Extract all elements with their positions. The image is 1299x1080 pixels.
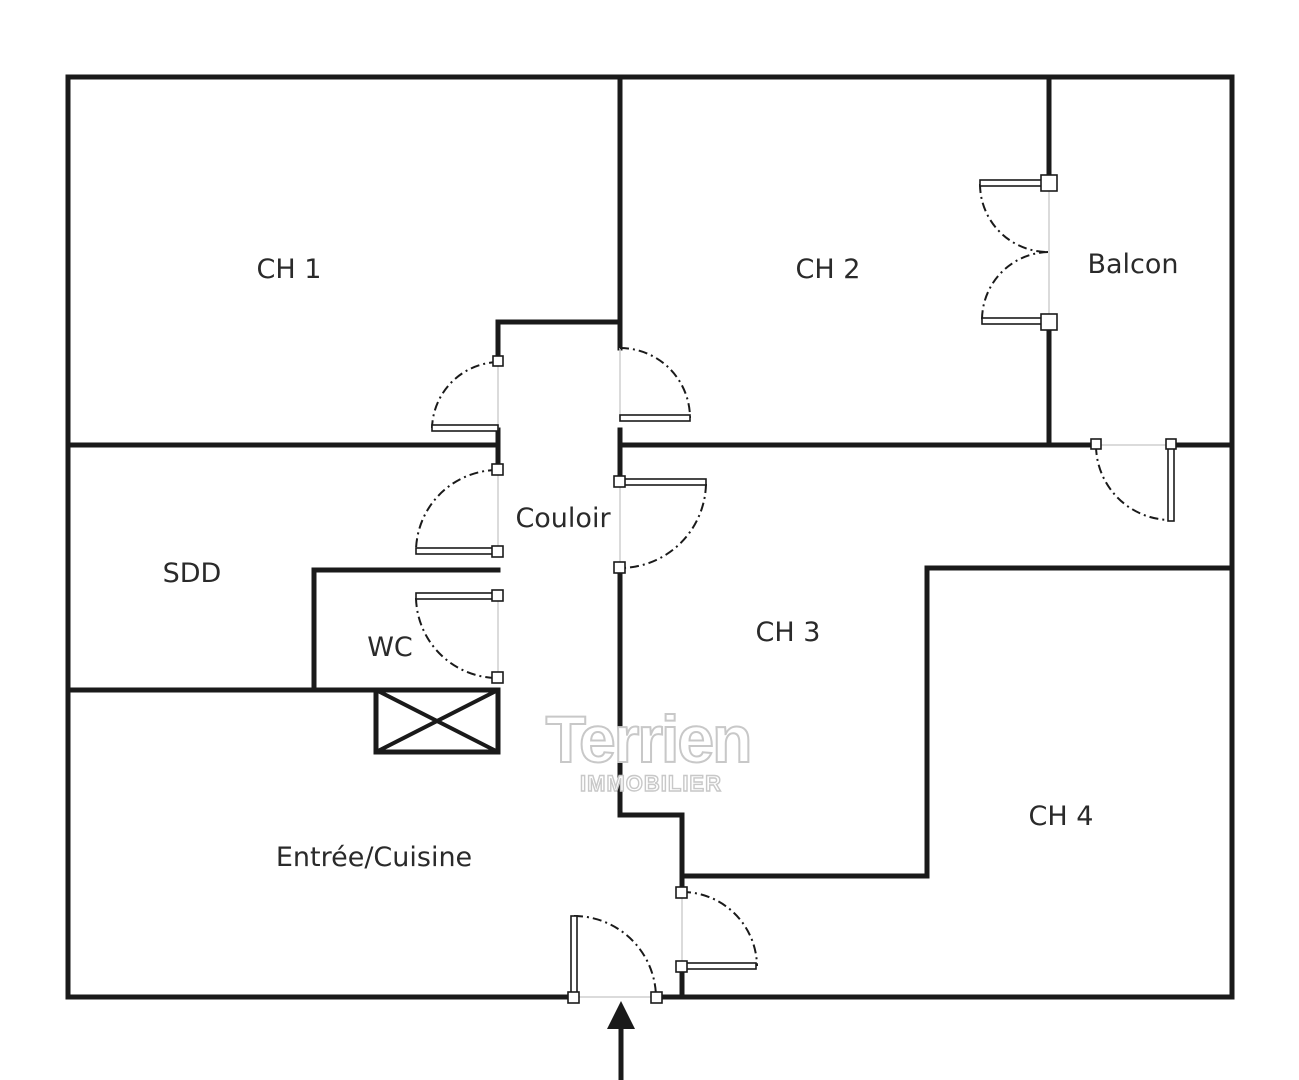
watermark-logo: Terrien IMMOBILIER — [545, 701, 754, 797]
door-ch4 — [675, 886, 758, 973]
door-ch3 — [613, 475, 707, 574]
door-balcon-corner — [1090, 438, 1177, 522]
watermark-sub: IMMOBILIER — [580, 771, 722, 796]
outer-walls — [65, 74, 1235, 1000]
door-ch2 — [619, 347, 691, 422]
entrance-arrow — [607, 1001, 635, 1080]
door-sdd — [415, 463, 504, 558]
interior-walls — [65, 74, 1235, 1000]
room-label-wc: WC — [367, 632, 413, 663]
room-label-ch3: CH 3 — [756, 617, 821, 648]
room-label-entree-cuisine: Entrée/Cuisine — [276, 842, 472, 873]
room-label-balcon: Balcon — [1087, 249, 1178, 280]
door-wc — [415, 589, 504, 684]
watermark-brand: Terrien — [546, 702, 751, 776]
door-ch1 — [431, 355, 504, 432]
door-entrance — [567, 915, 663, 1004]
room-label-ch4: CH 4 — [1029, 801, 1094, 832]
room-label-ch1: CH 1 — [257, 254, 322, 285]
shaft-box — [373, 687, 501, 755]
room-label-ch2: CH 2 — [796, 254, 861, 285]
room-label-couloir: Couloir — [515, 503, 611, 534]
door-balcon — [979, 174, 1058, 331]
room-label-sdd: SDD — [163, 558, 222, 589]
